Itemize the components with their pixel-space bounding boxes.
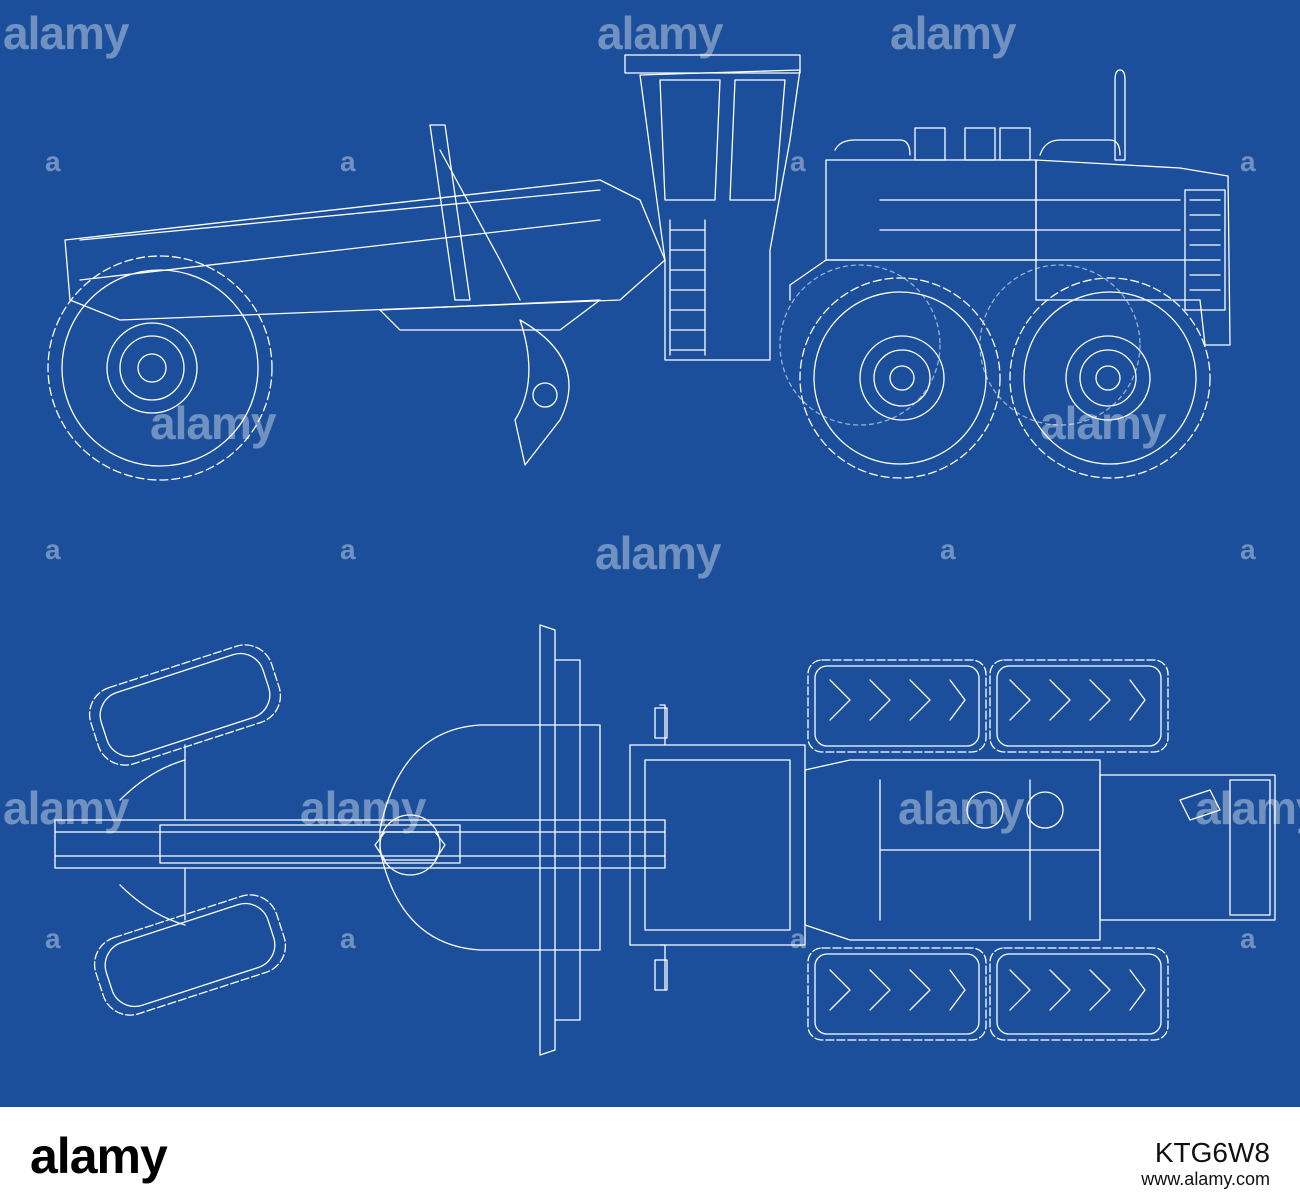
radiator-top	[1099, 774, 1276, 921]
watermark-a-1: a	[45, 146, 61, 177]
watermark-a-8: a	[1240, 534, 1256, 565]
cab-ladder	[669, 229, 706, 351]
hydraulic-cylinder	[429, 124, 471, 301]
watermark-a-5: a	[45, 534, 61, 565]
moldboard-blade	[514, 319, 570, 466]
side-view	[47, 54, 1231, 481]
watermark-top-left: alamy	[3, 7, 129, 59]
front-right-wheel	[93, 894, 287, 1016]
watermark-mid-left: alamy	[150, 397, 276, 449]
cab	[639, 69, 801, 361]
engine-housing	[825, 159, 1037, 261]
cab-top	[629, 744, 806, 946]
watermark-a-10: a	[340, 923, 356, 954]
cab-windows	[659, 79, 786, 201]
watermark-low-right: alamy	[1195, 782, 1300, 834]
watermark-top-center: alamy	[597, 7, 723, 59]
rear-tires-top	[807, 659, 1169, 1041]
blade-top	[539, 624, 556, 1056]
main-frame	[54, 819, 666, 869]
watermark-a-12: a	[1240, 923, 1256, 954]
watermark-mid-right: alamy	[1040, 397, 1166, 449]
watermark-a-7: a	[940, 534, 956, 565]
rear-wheel-1	[799, 277, 1001, 479]
rear-housing	[1035, 159, 1231, 346]
motor-grader-drawing	[47, 54, 1276, 1056]
exhaust-tank-1	[914, 127, 946, 161]
watermark-low-mid: alamy	[898, 782, 1024, 834]
top-view	[54, 624, 1276, 1056]
alamy-logo: alamy	[30, 1128, 168, 1184]
rear-wheel-2	[1009, 277, 1211, 479]
watermark-mid-center: alamy	[595, 527, 721, 579]
watermark-a-9: a	[45, 923, 61, 954]
exhaust-pipe	[1114, 69, 1126, 161]
image-id: KTG6W8	[1154, 1137, 1270, 1168]
radiator-grille	[1184, 189, 1226, 311]
circle-turntable	[379, 724, 601, 951]
blueprint-canvas: alamy alamy alamy alamy alamy alamy alam…	[0, 0, 1300, 1107]
site-url: www.alamy.com	[1141, 1169, 1270, 1189]
watermark-low-center: alamy	[300, 782, 426, 834]
rear-body-top	[804, 759, 1101, 941]
cab-roof	[624, 54, 801, 74]
watermark-top-right: alamy	[890, 7, 1016, 59]
front-wheel	[47, 255, 273, 481]
mirror-arms	[659, 704, 666, 991]
circle-drawbar	[379, 299, 601, 331]
front-left-wheel	[88, 644, 282, 766]
watermark-a-3: a	[790, 146, 806, 177]
watermark-low-left: alamy	[3, 782, 129, 834]
watermark-a-6: a	[340, 534, 356, 565]
watermark-a-2: a	[340, 146, 356, 177]
watermark-a-11: a	[790, 923, 806, 954]
footer-bar: alamy KTG6W8 www.alamy.com	[0, 1107, 1300, 1197]
front-boom	[64, 179, 666, 321]
watermark-a-4: a	[1240, 146, 1256, 177]
rear-wheel-hidden	[779, 264, 1141, 426]
